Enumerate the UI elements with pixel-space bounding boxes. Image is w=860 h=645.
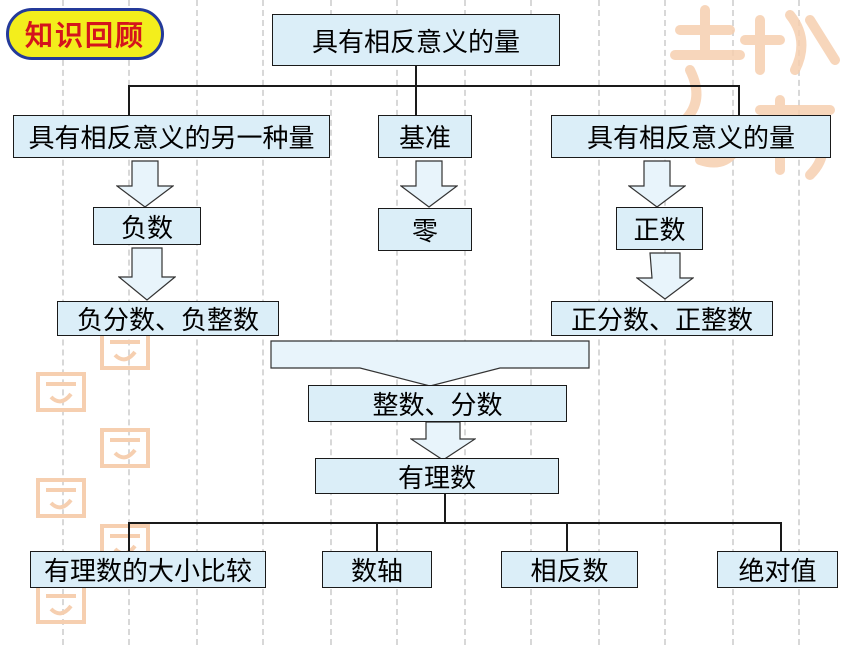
node-integer-fraction: 整数、分数 [308,385,567,422]
node-opposite-quantity: 具有相反意义的量 [551,115,831,158]
connector-line [780,522,782,552]
connector-line [415,66,417,86]
connector-line [738,85,740,115]
node-zero: 零 [378,208,472,251]
node-topic-absolute-value: 绝对值 [717,551,838,588]
connector-line [128,522,782,524]
node-positive-number: 正数 [616,207,703,250]
down-arrow-icon [400,160,458,208]
down-arrow-icon [118,247,176,301]
node-topic-opposite-number: 相反数 [501,551,638,588]
node-negative-number: 负数 [93,207,201,245]
node-rational-number: 有理数 [315,458,559,494]
node-topic-number-line: 数轴 [322,551,432,588]
down-arrow-icon [628,160,686,208]
connector-line [376,522,378,552]
connector-line [128,522,130,552]
connector-line [444,493,446,523]
decorative-seal [100,428,150,468]
connector-line [415,85,417,115]
node-positive-fraction-integer: 正分数、正整数 [551,301,773,336]
connector-line [566,522,568,552]
node-other-opposite-quantity: 具有相反意义的另一种量 [13,115,330,158]
merge-arrow-icon [270,340,590,387]
node-negative-fraction-integer: 负分数、负整数 [57,301,279,336]
decorative-seal [36,584,86,624]
down-arrow-icon [410,421,476,461]
down-arrow-icon [116,160,174,208]
connector-line [128,85,740,87]
down-arrow-icon [636,252,694,300]
node-baseline: 基准 [378,115,472,158]
decorative-seal [36,478,86,518]
review-badge: 知识回顾 [6,8,164,60]
connector-line [128,85,130,115]
node-topic-comparison: 有理数的大小比较 [30,551,266,588]
node-opposite-quantity-root: 具有相反意义的量 [272,14,560,66]
decorative-seal [36,372,86,412]
